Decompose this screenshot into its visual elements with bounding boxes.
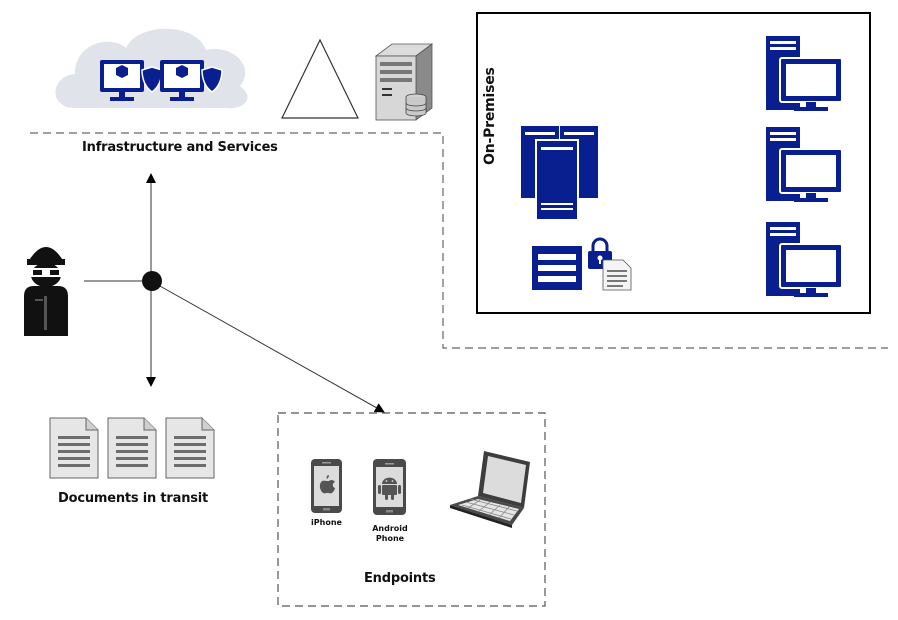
android-label-line2: Phone [375,534,405,543]
infrastructure-boundary [30,132,888,349]
database-server-icon [374,43,434,121]
document-icon [602,259,632,291]
workstation-icon-2 [766,127,843,202]
secure-storage-icon [532,246,582,290]
android-label-line1: Android [372,524,408,533]
protected-monitor-icon-2 [160,60,223,101]
junction-node [142,271,162,291]
iphone-icon [311,459,342,513]
laptop-icon [450,451,530,528]
endpoints-box [277,412,546,607]
workstation-icon-3 [766,222,843,297]
documents-label: Documents in transit [58,491,209,506]
android-phone-icon [373,459,406,515]
transit-document-icon-2 [107,417,157,479]
infrastructure-label: Infrastructure and Services [82,140,278,155]
iphone-label: iPhone [311,518,342,527]
transit-document-icon-1 [49,417,99,479]
transit-document-icon-3 [165,417,215,479]
triangle-icon [281,38,359,119]
arrow-diagonal [150,280,385,413]
workstation-icon-1 [766,36,843,111]
attacker-icon [24,247,68,336]
server-cluster-icon [521,126,598,221]
on-premises-label: On-Premises [482,67,498,165]
endpoints-label: Endpoints [364,571,436,586]
